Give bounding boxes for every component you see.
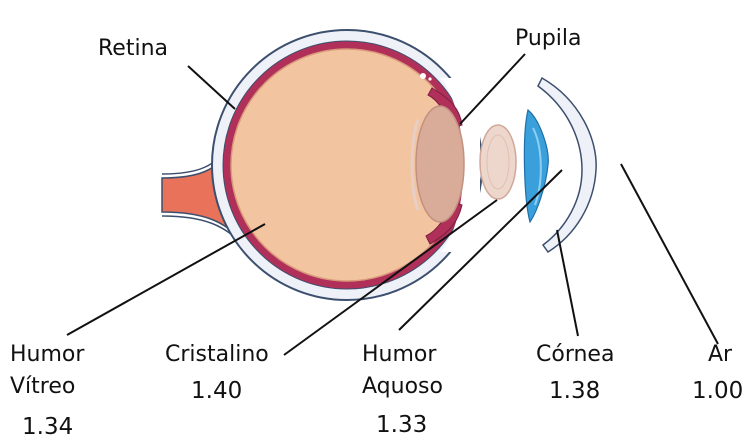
index-humor-vitreo: 1.34 [22, 416, 73, 439]
leader-humor-vitreo [67, 224, 265, 335]
label-cornea: Córnea [536, 344, 614, 366]
index-cornea: 1.38 [549, 380, 600, 403]
label-humor-aquoso-line2: Aquoso [362, 376, 443, 398]
label-humor-vitreo-line1: Humor [10, 344, 84, 366]
label-ar: Ar [708, 344, 732, 366]
separated-iris [524, 110, 548, 222]
leader-cornea [557, 230, 578, 336]
crystalline-lens [480, 125, 516, 199]
highlight-dot-small [428, 77, 431, 80]
lens-inner [416, 106, 464, 222]
label-retina: Retina [98, 38, 168, 60]
index-cristalino: 1.40 [191, 380, 242, 403]
highlight-dot [420, 73, 426, 79]
label-cristalino: Cristalino [165, 344, 269, 366]
index-humor-aquoso: 1.33 [376, 414, 427, 437]
label-pupila: Pupila [515, 28, 582, 50]
index-ar: 1.00 [692, 380, 743, 403]
leader-retina [188, 66, 235, 109]
leader-ar [621, 164, 718, 344]
label-humor-vitreo-line2: Vítreo [10, 376, 75, 398]
label-humor-aquoso-line1: Humor [362, 344, 436, 366]
